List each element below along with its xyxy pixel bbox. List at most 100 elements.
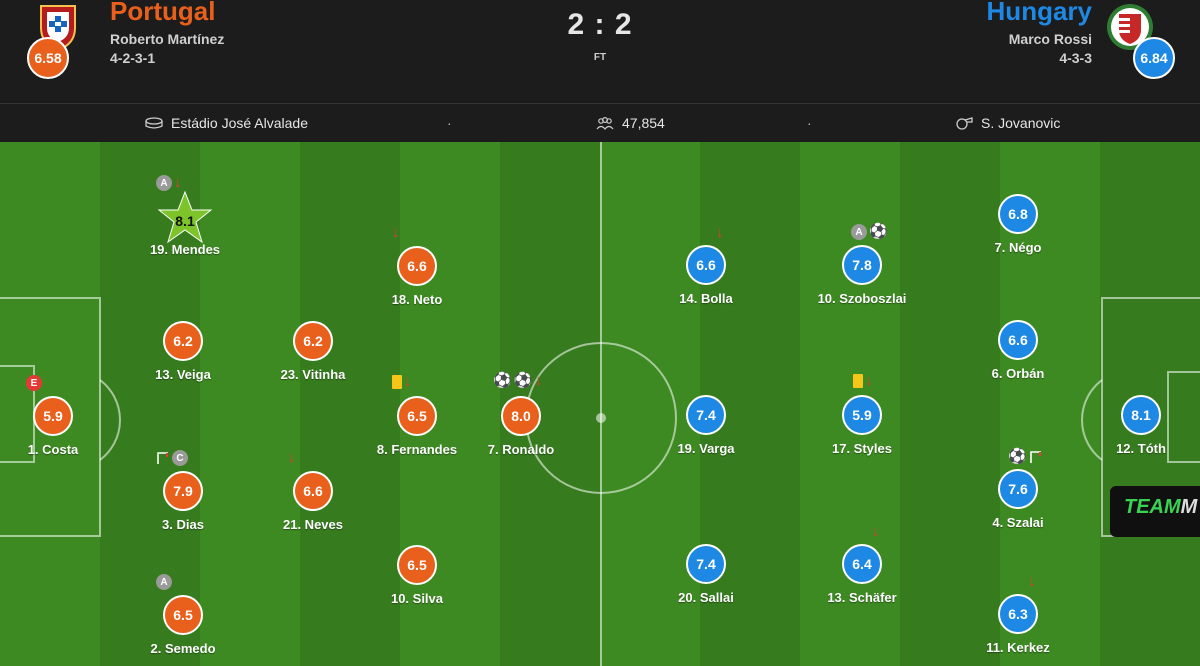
home-coach[interactable]: Roberto Martínez xyxy=(110,31,225,47)
sub-out-arrow-icon: ↓ xyxy=(534,372,542,389)
player-name: 12. Tóth xyxy=(1116,441,1166,456)
player-card[interactable]: 8.0 7. Ronaldo xyxy=(461,396,581,457)
player-rating: 6.6 xyxy=(686,245,726,285)
sub-out-arrow-icon: ↓ xyxy=(865,372,873,389)
player-name: 19. Mendes xyxy=(149,242,221,257)
hungary-crest-icon[interactable] xyxy=(1105,2,1155,52)
player-rating: 6.2 xyxy=(293,321,333,361)
player-rating: 5.9 xyxy=(842,395,882,435)
player-rating: 6.5 xyxy=(397,545,437,585)
corner-flag-icon xyxy=(1029,451,1041,463)
away-team-rating: 6.84 xyxy=(1133,37,1175,79)
referee-name: S. Jovanovic xyxy=(981,115,1061,131)
player-badges: ⚽ xyxy=(1008,449,1043,465)
player-card[interactable]: 5.9 17. Styles xyxy=(802,395,922,456)
player-card[interactable]: 6.3 11. Kerkez xyxy=(958,594,1078,655)
player-name: 18. Neto xyxy=(391,292,443,307)
sub-out-arrow-icon: ↓ xyxy=(872,523,880,540)
yellow-card-icon xyxy=(853,374,863,388)
player-card[interactable]: 7.8 10. Szoboszlai xyxy=(802,245,922,306)
player-rating: 6.6 xyxy=(998,320,1038,360)
player-card[interactable]: 7.4 19. Varga xyxy=(646,395,766,456)
player-card[interactable]: 6.2 23. Vitinha xyxy=(253,321,373,382)
goal-ball-icon: ⚽ xyxy=(869,223,888,240)
away-formation: 4-3-3 xyxy=(1059,50,1092,66)
home-formation: 4-2-3-1 xyxy=(110,50,156,66)
player-card[interactable]: 6.6 21. Neves xyxy=(253,471,373,532)
player-name: 4. Szalai xyxy=(992,515,1044,530)
player-card[interactable]: 8.1 12. Tóth xyxy=(1081,395,1200,456)
away-coach[interactable]: Marco Rossi xyxy=(1008,31,1092,47)
player-name: 1. Costa xyxy=(27,442,79,457)
player-card[interactable]: 6.6 6. Orbán xyxy=(958,320,1078,381)
away-team-name[interactable]: Hungary xyxy=(986,0,1092,26)
player-card[interactable]: 6.2 13. Veiga xyxy=(123,321,243,382)
assist-badge: A xyxy=(156,574,172,590)
player-rating: 6.5 xyxy=(163,595,203,635)
player-name: 14. Bolla xyxy=(679,291,733,306)
player-rating: 6.2 xyxy=(163,321,203,361)
player-card[interactable]: 6.5 8. Fernandes xyxy=(357,396,477,457)
teammanager-logo[interactable]: TEAMM xyxy=(1110,486,1200,537)
player-badges: A ⚽ xyxy=(851,224,888,240)
player-name: 19. Varga xyxy=(677,441,735,456)
player-card[interactable]: 6.5 10. Silva xyxy=(357,545,477,606)
player-rating: 6.4 xyxy=(842,544,882,584)
sub-out-arrow-icon: ↓ xyxy=(716,224,724,241)
player-badges: ⚽ ⚽ ↓ xyxy=(493,373,542,389)
player-badges: ↓ xyxy=(392,374,412,390)
player-rating: 7.6 xyxy=(998,469,1038,509)
player-rating: 6.6 xyxy=(397,246,437,286)
player-name: 11. Kerkez xyxy=(986,640,1050,655)
venue-name: Estádio José Alvalade xyxy=(171,115,308,131)
player-name: 21. Neves xyxy=(283,517,343,532)
player-name: 7. Négo xyxy=(994,240,1042,255)
lineup-pitch: 8.1 19. Mendes A ↓ ↓ 6.6 18. Neto 6.2 13… xyxy=(0,142,1200,666)
goal-ball-icon: ⚽ xyxy=(493,372,512,389)
player-card[interactable]: 6.8 7. Négo xyxy=(958,194,1078,255)
player-name: 10. Szoboszlai xyxy=(817,291,907,306)
sub-out-arrow-icon: ↓ xyxy=(174,174,182,191)
yellow-card-icon xyxy=(392,375,402,389)
home-team-rating: 6.58 xyxy=(27,37,69,79)
separator: · xyxy=(447,115,452,131)
player-rating: 7.8 xyxy=(842,245,882,285)
player-rating: 7.4 xyxy=(686,395,726,435)
player-name: 20. Sallai xyxy=(678,590,734,605)
player-card[interactable]: 6.5 2. Semedo xyxy=(123,595,243,656)
star-icon xyxy=(157,190,213,244)
attendance-value: 47,854 xyxy=(622,115,665,131)
whistle-icon xyxy=(956,117,973,130)
player-card[interactable]: 6.6 18. Neto xyxy=(357,246,477,307)
player-card[interactable]: 8.1 19. Mendes xyxy=(125,190,245,257)
player-rating: 6.8 xyxy=(998,194,1038,234)
player-name: 10. Silva xyxy=(390,591,444,606)
player-card[interactable]: 6.6 14. Bolla xyxy=(646,245,766,306)
sub-out-arrow-icon: ↓ xyxy=(392,224,400,241)
assist-badge: A xyxy=(851,224,867,240)
assist-badge: A xyxy=(156,175,172,191)
player-card[interactable]: 7.6 4. Szalai xyxy=(958,469,1078,530)
player-name: 2. Semedo xyxy=(150,641,216,656)
player-name: 13. Veiga xyxy=(155,367,211,382)
home-team-name[interactable]: Portugal xyxy=(110,0,216,26)
player-name: 17. Styles xyxy=(832,441,892,456)
player-card[interactable]: 7.9 3. Dias xyxy=(123,471,243,532)
player-name: 7. Ronaldo xyxy=(487,442,555,457)
player-badges: C xyxy=(156,450,188,466)
goal-ball-icon: ⚽ xyxy=(1008,448,1027,465)
corner-flag-icon xyxy=(157,452,168,464)
player-name: 8. Fernandes xyxy=(376,442,458,457)
player-rating: 6.3 xyxy=(998,594,1038,634)
player-card[interactable]: 6.4 13. Schäfer xyxy=(802,544,922,605)
referee-info[interactable]: S. Jovanovic xyxy=(955,115,1060,131)
crowd-icon xyxy=(596,116,614,130)
player-card[interactable]: 5.9 1. Costa xyxy=(0,396,113,457)
match-status: FT xyxy=(593,52,607,63)
player-name: 13. Schäfer xyxy=(827,590,897,605)
player-card[interactable]: 7.4 20. Sallai xyxy=(646,544,766,605)
match-info-bar: Estádio José Alvalade · 47,854 · S. Jova… xyxy=(0,103,1200,142)
venue-info[interactable]: Estádio José Alvalade xyxy=(145,115,308,131)
captain-badge: C xyxy=(172,450,188,466)
player-badges: A ↓ xyxy=(156,175,182,191)
